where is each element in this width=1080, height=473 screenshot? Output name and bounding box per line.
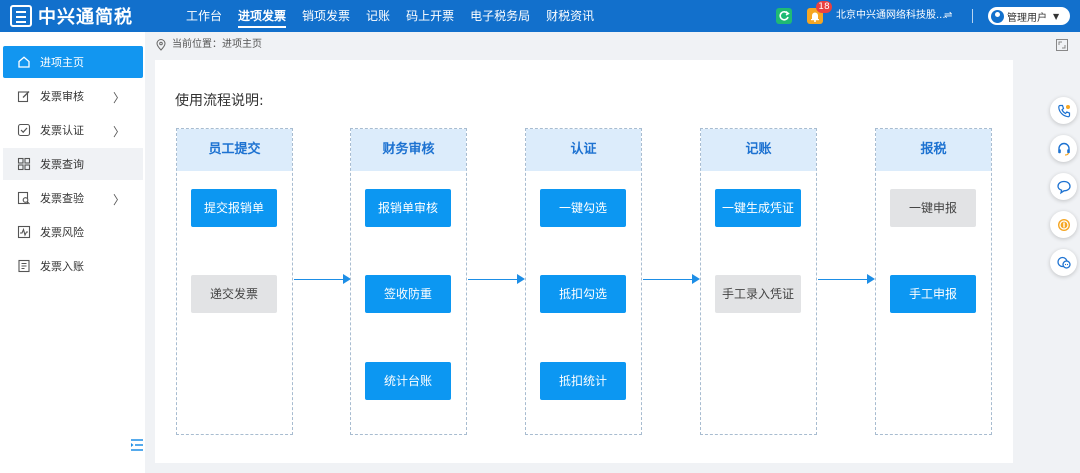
expense-review-button[interactable]: 报销单审核: [365, 189, 451, 227]
document-search-icon: [17, 191, 31, 205]
flow-column-title: 财务审核: [351, 129, 466, 171]
coin-icon[interactable]: [1050, 211, 1077, 238]
flow-title: 使用流程说明:: [175, 93, 264, 109]
nav-item-tax-news[interactable]: 财税资讯: [546, 9, 595, 23]
location-pin-icon: [156, 39, 166, 54]
sidebar-item-label: 发票审核: [40, 90, 84, 103]
flow-column-bookkeeping: 记账 一键生成凭证 手工录入凭证: [700, 128, 817, 435]
flow-arrow: [468, 274, 525, 284]
user-name: 管理用户: [1007, 12, 1047, 24]
caret-down-icon: ▼: [1053, 11, 1060, 21]
pulse-icon: [17, 225, 31, 239]
sidebar-item-invoice-review[interactable]: 发票审核 〉: [3, 80, 143, 112]
user-menu[interactable]: 管理用户 ▼: [988, 7, 1070, 25]
flow-column-tax-filing: 报税 一键申报 手工申报: [875, 128, 992, 435]
receipt-dedupe-button[interactable]: 签收防重: [365, 275, 451, 313]
user-avatar-icon: [991, 9, 1004, 23]
statistics-ledger-button[interactable]: 统计台账: [365, 362, 451, 400]
sidebar-item-label: 发票入账: [40, 260, 84, 273]
deduction-select-button[interactable]: 抵扣勾选: [540, 275, 626, 313]
switch-company-icon[interactable]: ⇌: [944, 10, 953, 21]
sidebar-item-label: 发票认证: [40, 124, 84, 137]
chevron-right-icon: 〉: [112, 193, 125, 207]
fullscreen-icon[interactable]: [1056, 39, 1068, 54]
one-click-select-button[interactable]: 一键勾选: [540, 189, 626, 227]
submit-expense-button[interactable]: 提交报销单: [191, 189, 277, 227]
sidebar-item-invoice-query[interactable]: 发票查询: [3, 148, 143, 180]
sidebar-item-label: 发票查询: [40, 158, 84, 171]
flow-arrow: [294, 274, 351, 284]
main-nav: 工作台 进项发票 销项发票 记账 码上开票 电子税务局 财税资讯: [178, 0, 602, 32]
header-divider: [972, 9, 973, 23]
refresh-icon[interactable]: [776, 8, 792, 24]
manual-declare-button[interactable]: 手工申报: [890, 275, 976, 313]
nav-item-quick-invoicing[interactable]: 码上开票: [406, 9, 455, 23]
home-icon: [17, 55, 31, 69]
chat-bubble-icon[interactable]: [1050, 173, 1077, 200]
sidebar: 进项主页 发票审核 〉 发票认证 〉 发票查询 发票查验 〉 发票风险: [0, 32, 145, 473]
top-bar: 中兴通简税 工作台 进项发票 销项发票 记账 码上开票 电子税务局 财税资讯 1…: [0, 0, 1080, 32]
flow-column-title: 认证: [526, 129, 641, 171]
deduction-stats-button[interactable]: 抵扣统计: [540, 362, 626, 400]
nav-item-e-tax-bureau[interactable]: 电子税务局: [470, 9, 531, 23]
generate-voucher-button[interactable]: 一键生成凭证: [715, 189, 801, 227]
flow-column-title: 记账: [701, 129, 816, 171]
edit-icon: [17, 89, 31, 103]
flow-arrow: [818, 274, 875, 284]
collapse-sidebar-icon[interactable]: [129, 435, 145, 455]
nav-item-bookkeeping[interactable]: 记账: [366, 9, 391, 23]
nav-item-output-invoice[interactable]: 销项发票: [302, 9, 351, 23]
chevron-right-icon: 〉: [112, 91, 125, 105]
sidebar-item-input-home[interactable]: 进项主页: [3, 46, 143, 78]
flow-arrow: [643, 274, 700, 284]
company-name[interactable]: 北京中兴通网络科技股...: [836, 10, 946, 21]
app-logo[interactable]: 中兴通简税: [10, 4, 133, 28]
chat-multi-icon[interactable]: [1050, 249, 1077, 276]
sidebar-item-invoice-verification[interactable]: 发票查验 〉: [3, 182, 143, 214]
flow-column-title: 员工提交: [177, 129, 292, 171]
sidebar-item-label: 进项主页: [40, 56, 84, 69]
sidebar-item-invoice-risk[interactable]: 发票风险: [3, 216, 143, 248]
notification-badge: 18: [816, 1, 832, 13]
logo-icon: [10, 5, 32, 27]
phone-icon[interactable]: [1050, 97, 1077, 124]
sidebar-item-invoice-posting[interactable]: 发票入账: [3, 250, 143, 282]
manual-voucher-button[interactable]: 手工录入凭证: [715, 275, 801, 313]
headset-icon[interactable]: [1050, 135, 1077, 162]
flow-column-certification: 认证 一键勾选 抵扣勾选 抵扣统计: [525, 128, 642, 435]
check-box-icon: [17, 123, 31, 137]
sidebar-item-label: 发票查验: [40, 192, 84, 205]
sidebar-item-label: 发票风险: [40, 226, 84, 239]
breadcrumb: 当前位置：进项主页: [172, 39, 262, 50]
flow-panel: 使用流程说明: 员工提交 提交报销单 递交发票 财务审核 报销单审核 签收防重 …: [155, 60, 1013, 463]
flow-column-employee-submit: 员工提交 提交报销单 递交发票: [176, 128, 293, 435]
one-click-declare-button[interactable]: 一键申报: [890, 189, 976, 227]
flow-column-finance-review: 财务审核 报销单审核 签收防重 统计台账: [350, 128, 467, 435]
app-title: 中兴通简税: [38, 7, 133, 28]
submit-invoice-button[interactable]: 递交发票: [191, 275, 277, 313]
flow-column-title: 报税: [876, 129, 991, 171]
chevron-right-icon: 〉: [112, 125, 125, 139]
ledger-icon: [17, 259, 31, 273]
grid-icon: [17, 157, 31, 171]
breadcrumb-bar: 当前位置：进项主页: [145, 32, 1080, 58]
sidebar-item-invoice-certification[interactable]: 发票认证 〉: [3, 114, 143, 146]
nav-item-input-invoice[interactable]: 进项发票: [230, 0, 294, 32]
nav-item-workbench[interactable]: 工作台: [186, 9, 223, 23]
